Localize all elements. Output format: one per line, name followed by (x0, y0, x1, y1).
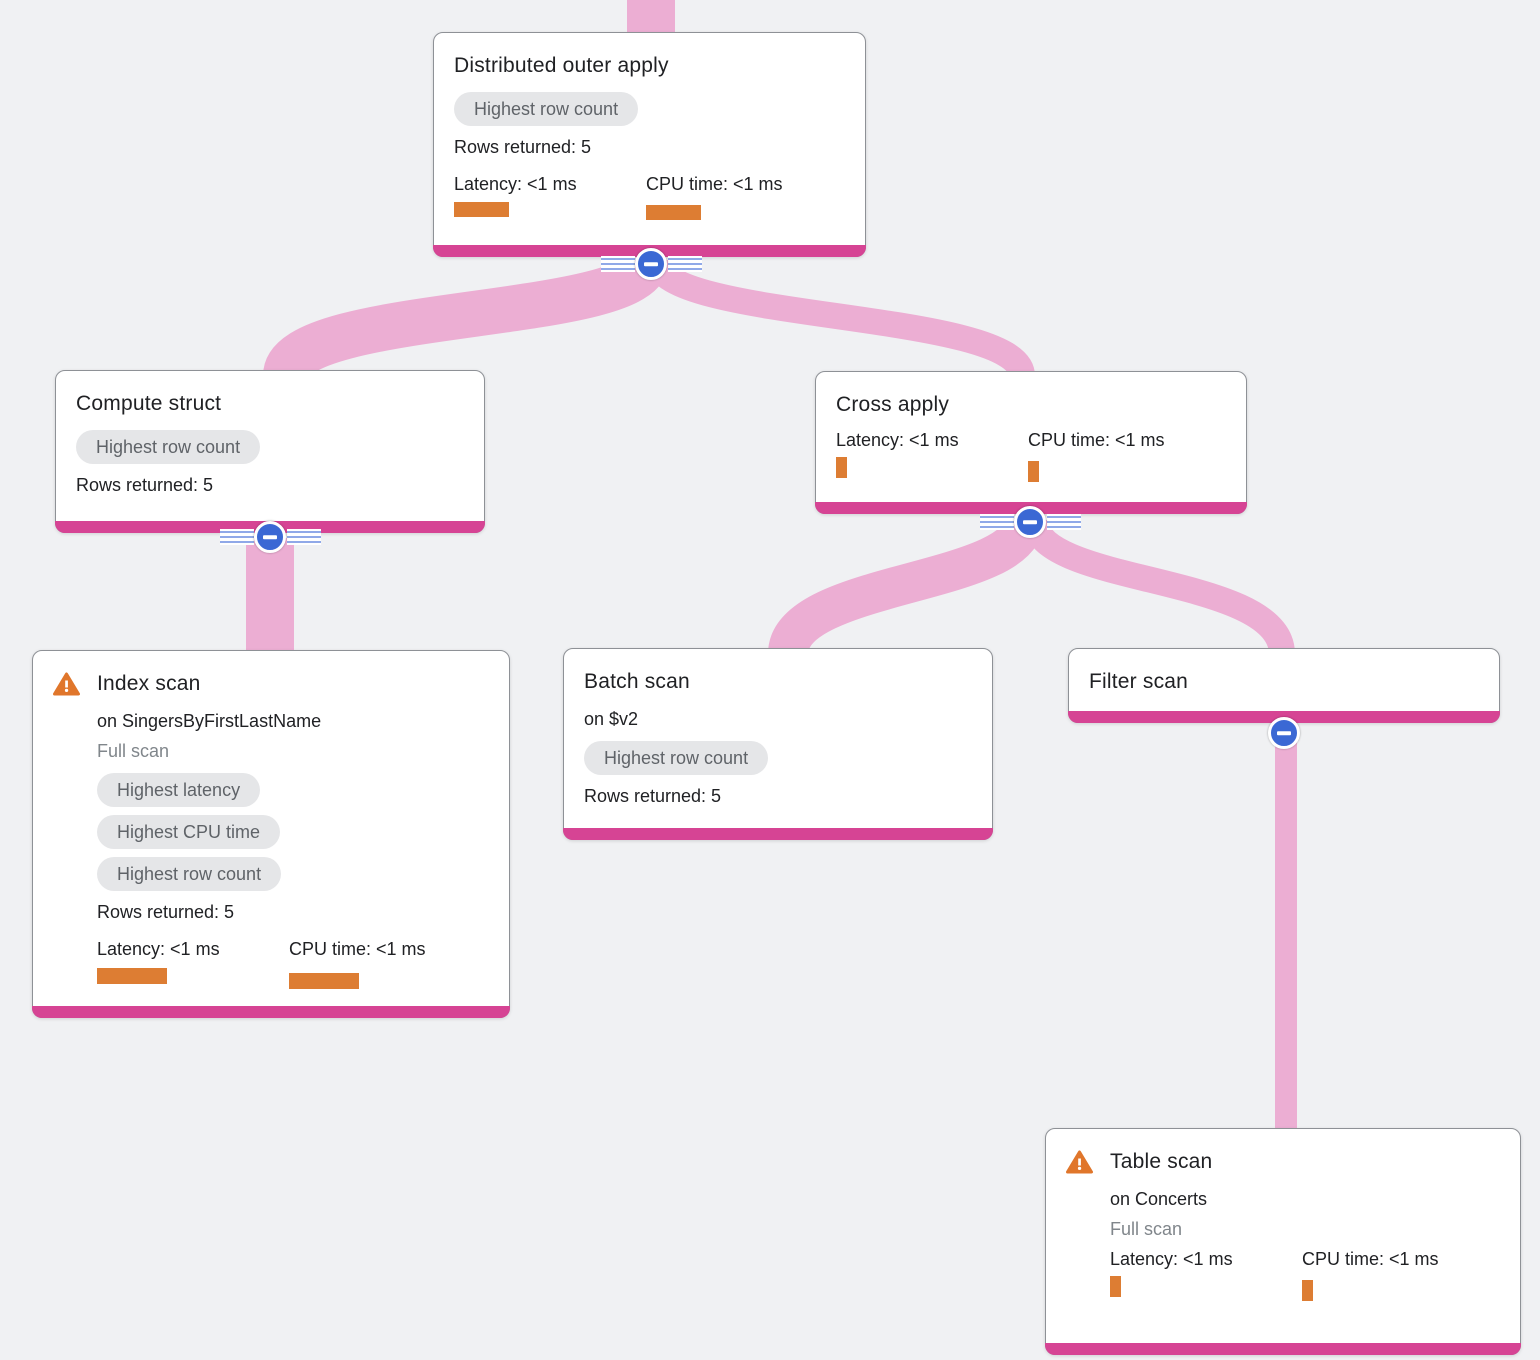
link-stripes (1047, 514, 1081, 530)
link-cross-apply-to-batch-scan (768, 516, 1044, 658)
cpu-time-bar (1302, 1280, 1313, 1301)
node-title: Index scan (97, 672, 201, 695)
scan-target: on $v2 (584, 709, 639, 729)
plan-node-batch-scan[interactable]: Batch scan on $v2 Highest row count Rows… (563, 648, 993, 840)
node-title: Batch scan (584, 670, 690, 693)
cpu-time-bar (646, 205, 701, 220)
highest-row-count-badge: Highest row count (454, 92, 639, 126)
rows-returned: Rows returned: 5 (97, 902, 235, 922)
warning-icon (53, 672, 80, 696)
latency-label: Latency: <1 ms (454, 174, 577, 194)
latency-label: Latency: <1 ms (97, 939, 220, 959)
highest-latency-badge: Highest latency (97, 773, 261, 807)
node-accent-bar (32, 1006, 510, 1018)
plan-node-compute-struct[interactable]: Compute struct Highest row count Rows re… (55, 370, 485, 533)
latency-bar (836, 457, 847, 478)
link-stripes (287, 529, 321, 545)
rows-returned: Rows returned: 5 (76, 475, 214, 495)
cpu-time-label: CPU time: <1 ms (646, 174, 783, 194)
cpu-time-label: CPU time: <1 ms (1302, 1249, 1439, 1269)
link-distributed-to-cross-apply (644, 256, 1035, 379)
link-stripes (668, 256, 702, 272)
cpu-time-label: CPU time: <1 ms (1028, 430, 1165, 450)
plan-node-distributed-outer-apply[interactable]: Distributed outer apply Highest row coun… (433, 32, 866, 257)
rows-returned: Rows returned: 5 (584, 786, 722, 806)
plan-node-filter-scan[interactable]: Filter scan (1068, 648, 1500, 723)
link-stripes (220, 529, 254, 545)
collapse-button-cross-apply[interactable] (1014, 506, 1046, 538)
highest-row-count-badge: Highest row count (584, 741, 769, 775)
latency-bar (1110, 1276, 1121, 1297)
minus-icon (263, 535, 277, 539)
highest-row-count-badge: Highest row count (76, 430, 261, 464)
minus-icon (1277, 731, 1291, 735)
warning-icon (1066, 1150, 1093, 1174)
plan-node-cross-apply[interactable]: Cross apply Latency: <1 ms CPU time: <1 … (815, 371, 1247, 514)
plan-node-index-scan[interactable]: Index scan on SingersByFirstLastName Ful… (32, 650, 510, 1018)
minus-icon (1023, 520, 1037, 524)
latency-bar (454, 202, 509, 217)
scan-type: Full scan (97, 741, 170, 761)
link-distributed-to-compute-struct (263, 252, 669, 382)
node-accent-bar (563, 828, 993, 840)
node-title: Compute struct (76, 392, 222, 415)
highest-cpu-time-badge: Highest CPU time (97, 815, 281, 849)
rows-returned: Rows returned: 5 (454, 137, 592, 157)
cpu-time-label: CPU time: <1 ms (289, 939, 426, 959)
node-title: Distributed outer apply (454, 54, 669, 77)
collapse-button-filter-scan[interactable] (1268, 717, 1300, 749)
latency-label: Latency: <1 ms (1110, 1249, 1233, 1269)
scan-type: Full scan (1110, 1219, 1183, 1239)
collapse-button-compute-struct[interactable] (254, 521, 286, 553)
scan-target: on SingersByFirstLastName (97, 711, 322, 731)
link-stripes (601, 256, 635, 272)
cpu-time-bar (1028, 461, 1039, 482)
scan-target: on Concerts (1110, 1189, 1208, 1209)
link-stripes (980, 514, 1014, 530)
minus-icon (644, 262, 658, 266)
latency-label: Latency: <1 ms (836, 430, 959, 450)
cpu-time-bar (289, 973, 359, 989)
link-cross-apply-to-filter-scan (1022, 517, 1295, 656)
node-title: Table scan (1110, 1150, 1213, 1173)
node-title: Cross apply (836, 393, 950, 416)
collapse-button-distributed-outer-apply[interactable] (635, 248, 667, 280)
highest-row-count-badge: Highest row count (97, 857, 282, 891)
latency-bar (97, 968, 167, 984)
node-accent-bar (1045, 1343, 1521, 1355)
node-title: Filter scan (1089, 670, 1189, 693)
plan-node-table-scan[interactable]: Table scan on Concerts Full scan Latency… (1045, 1128, 1521, 1355)
